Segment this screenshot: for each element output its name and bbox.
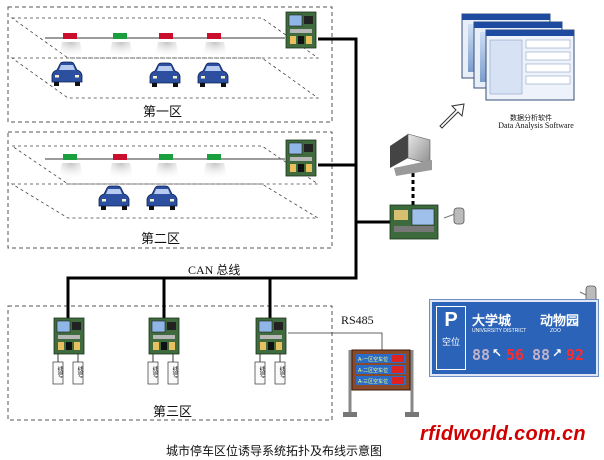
parking-guidance-sign: P 空位 大学城 UNIVERSITY DISTRICT 动物园 ZOO 88 … — [430, 300, 598, 376]
zone-2-label: 第二区 — [141, 232, 181, 247]
zone-3-node-1 — [53, 317, 85, 355]
pc-icon — [390, 133, 432, 176]
car-icon — [51, 61, 83, 87]
destination-2-label: 动物园 — [540, 314, 580, 329]
antenna-icon — [443, 207, 465, 225]
brand-watermark: rfidworld.com.cn — [420, 423, 586, 445]
sensor-occupied — [63, 33, 77, 39]
zone-3-box — [7, 305, 333, 421]
led-board — [343, 349, 419, 417]
zone-3-node-2 — [148, 317, 180, 355]
line-tag-label: 线号 — [151, 366, 158, 378]
counter-2-dim: 88 — [532, 346, 551, 364]
arrow-icon — [439, 103, 465, 129]
sensor-free — [207, 154, 221, 160]
zone-2-node — [285, 139, 317, 177]
software-windows-icon — [461, 13, 575, 101]
software-caption-en: Data Analysis Software — [498, 121, 574, 130]
line-tag-label: 线号 — [56, 366, 63, 378]
sensor-free — [159, 154, 173, 160]
figure-caption: 城市停车区位诱导系统拓扑及布线示意图 — [166, 444, 383, 458]
zone-3-wiring — [57, 354, 281, 362]
zone-2-slab — [10, 145, 320, 185]
parking-p-text: 空位 — [441, 338, 460, 348]
car-icon — [197, 62, 229, 88]
led-row-1: A-一区空车位 — [358, 357, 389, 363]
sensor-free — [63, 154, 77, 160]
destination-2-sublabel: ZOO — [550, 328, 561, 334]
zone-1-label: 第一区 — [143, 105, 183, 120]
can-bus-label: CAN 总线 — [188, 263, 241, 277]
sensor-occupied — [207, 33, 221, 39]
destination-1-sublabel: UNIVERSITY DISTRICT — [472, 328, 527, 334]
can-bus — [66, 37, 392, 318]
sensor-occupied — [113, 154, 127, 160]
zone-1-node — [285, 11, 317, 49]
zone-1-sensors — [58, 33, 228, 60]
line-tag-label: 线号 — [171, 366, 178, 378]
zone-2-box — [7, 131, 333, 249]
zone-1-box — [7, 6, 333, 123]
parking-p-letter: P — [444, 309, 458, 331]
car-icon — [146, 185, 178, 211]
counter-1-dim: 88 — [472, 346, 491, 364]
led-row-2: A-二区空车位 — [358, 368, 389, 374]
line-tag-label: 线号 — [76, 366, 83, 378]
parking-p-box: P 空位 — [436, 306, 466, 370]
car-icon — [98, 185, 130, 211]
counter-1-value: 56 — [506, 346, 525, 364]
rs485-label: RS485 — [341, 313, 374, 327]
zone-1-slab — [10, 17, 320, 59]
sensor-occupied — [159, 33, 173, 39]
software-caption-cn: 数据分析软件 — [510, 114, 552, 122]
led-row-3: A-三区空车位 — [358, 379, 389, 385]
sensor-free — [113, 33, 127, 39]
zone-1-slab-bottom — [10, 57, 320, 99]
main-controller — [389, 204, 439, 240]
counter-2-value: 92 — [566, 346, 585, 364]
car-icon — [149, 62, 181, 88]
rs485-link — [288, 332, 383, 350]
line-tag-label: 线号 — [278, 366, 285, 378]
zone-2-sensors — [58, 154, 228, 182]
line-tag-label: 线号 — [258, 366, 265, 378]
zone-3-label: 第三区 — [153, 405, 193, 420]
arrow-right-icon: ↗ — [552, 346, 563, 360]
zone-3-node-3 — [255, 317, 287, 355]
arrow-left-icon: ↖ — [492, 346, 503, 360]
destination-1-label: 大学城 — [472, 314, 512, 329]
